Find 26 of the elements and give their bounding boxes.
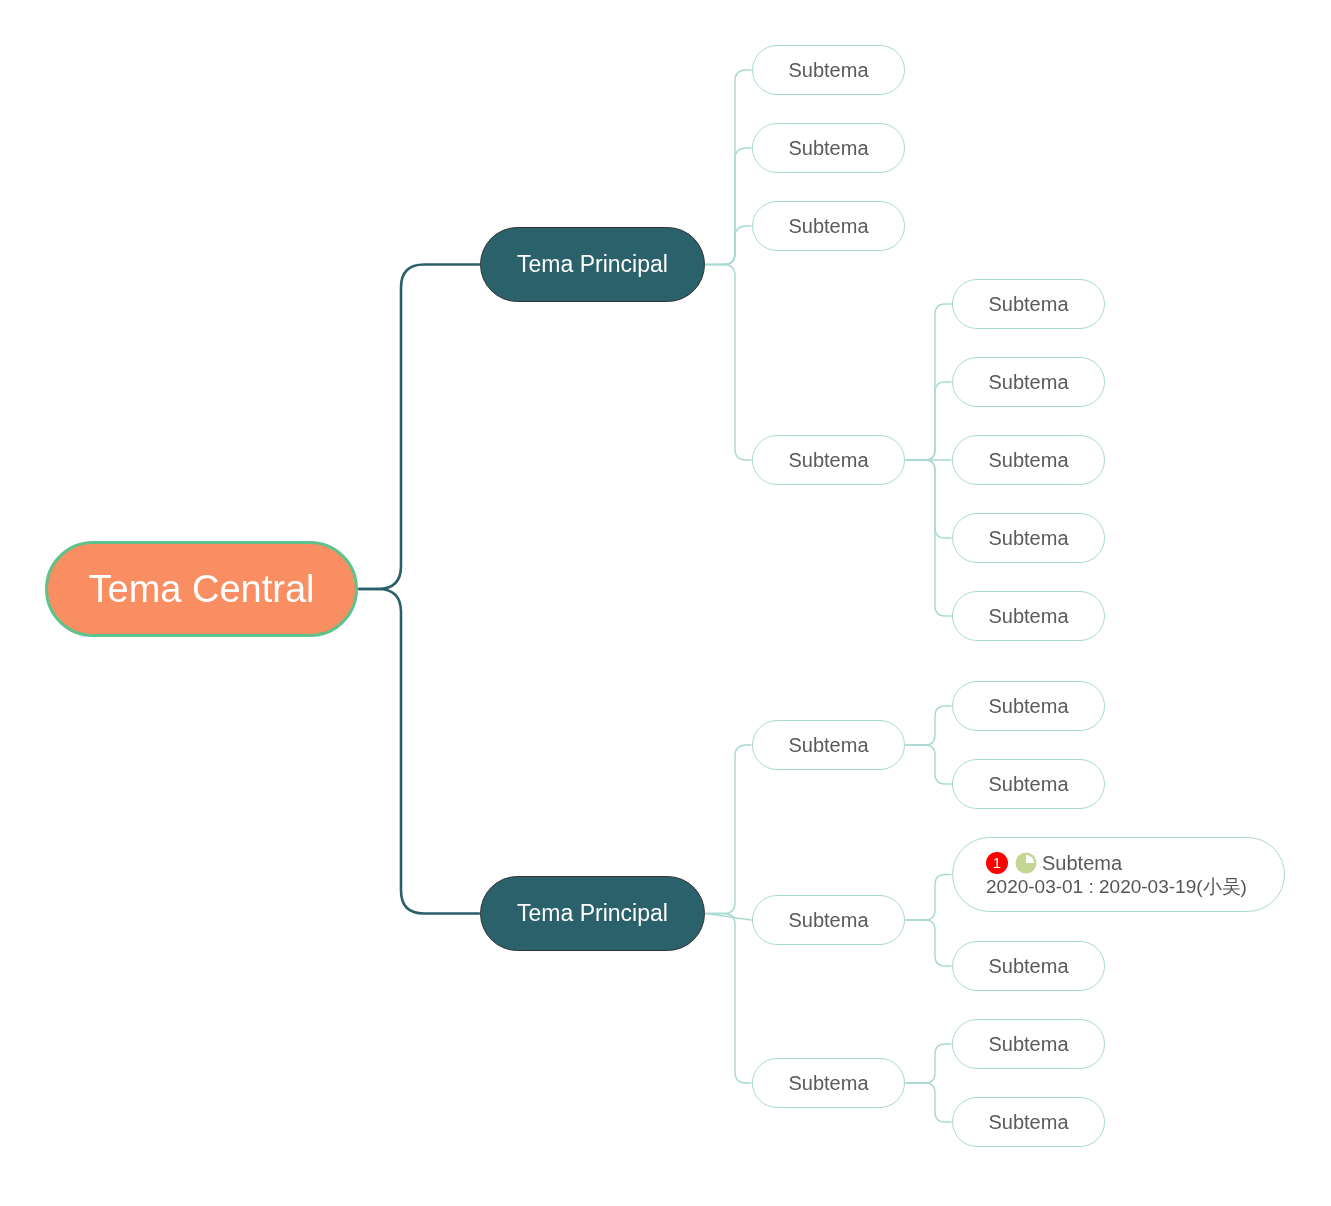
subtopic-node: Subtema (752, 435, 905, 485)
subtopic-node: Subtema (952, 1097, 1105, 1147)
subtopic-node: Subtema (752, 895, 905, 945)
subtopic-node: Subtema (752, 45, 905, 95)
topic-label: Subtema (1042, 850, 1123, 875)
bracket-connector (905, 459, 952, 617)
subtopic-node: Subtema (952, 941, 1105, 991)
bracket-connector (705, 912, 752, 921)
subtopic-node: Subtema (952, 759, 1105, 809)
subtopic-node: Subtema (952, 681, 1105, 731)
main-topic-node: Tema Principal (480, 227, 705, 302)
subtopic-node: Subtema (752, 123, 905, 173)
main-topic-node: Tema Principal (480, 876, 705, 951)
date-range: 2020-03-01 : 2020-03-19(小吴) (986, 874, 1247, 899)
bracket-connector (357, 587, 481, 915)
subtopic-node: Subtema (752, 201, 905, 251)
subtopic-node: Subtema (952, 357, 1105, 407)
subtopic-node: Subtema (752, 720, 905, 770)
subtopic-node: Subtema (752, 1058, 905, 1108)
subtopic-node: Subtema (952, 513, 1105, 563)
subtopic-node: Subtema (952, 591, 1105, 641)
subtopic-node: Subtema (952, 1019, 1105, 1069)
subtopic-node: Subtema (952, 435, 1105, 485)
subtopic-node: Subtema (952, 279, 1105, 329)
central-topic-node: Tema Central (45, 541, 358, 637)
priority-badge: 1 (986, 851, 1008, 874)
